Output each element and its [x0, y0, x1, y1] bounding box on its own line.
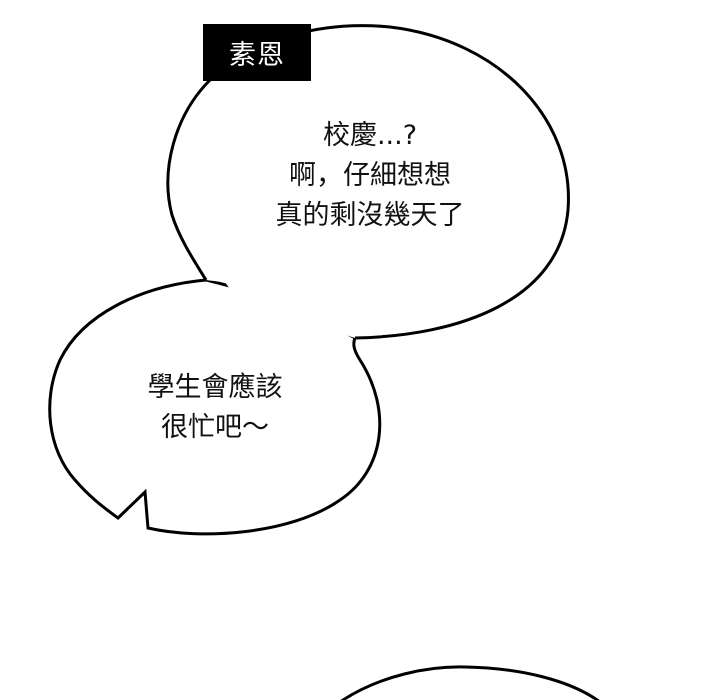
dialogue-line: 真的剩沒幾天了 [275, 200, 465, 231]
speech-bubble-upper [167, 25, 569, 339]
dialogue-line: 學生會應該 [147, 372, 283, 403]
speech-bubble-lower [48, 278, 382, 536]
dialogue-line: 啊，仔細想想 [289, 160, 451, 191]
upper-bubble-text: 校慶...? 啊，仔細想想 真的剩沒幾天了 [240, 116, 500, 236]
speech-bubble-upper-outline [166, 24, 570, 340]
lower-bubble-text: 學生會應該 很忙吧～ [115, 368, 315, 448]
speaker-name-tag: 素恩 [203, 24, 311, 81]
dialogue-line: 很忙吧～ [161, 412, 269, 443]
speech-bubble-bottom-partial [340, 665, 600, 700]
dialogue-line: 校慶...? [322, 120, 418, 151]
speaker-name: 素恩 [229, 40, 285, 71]
